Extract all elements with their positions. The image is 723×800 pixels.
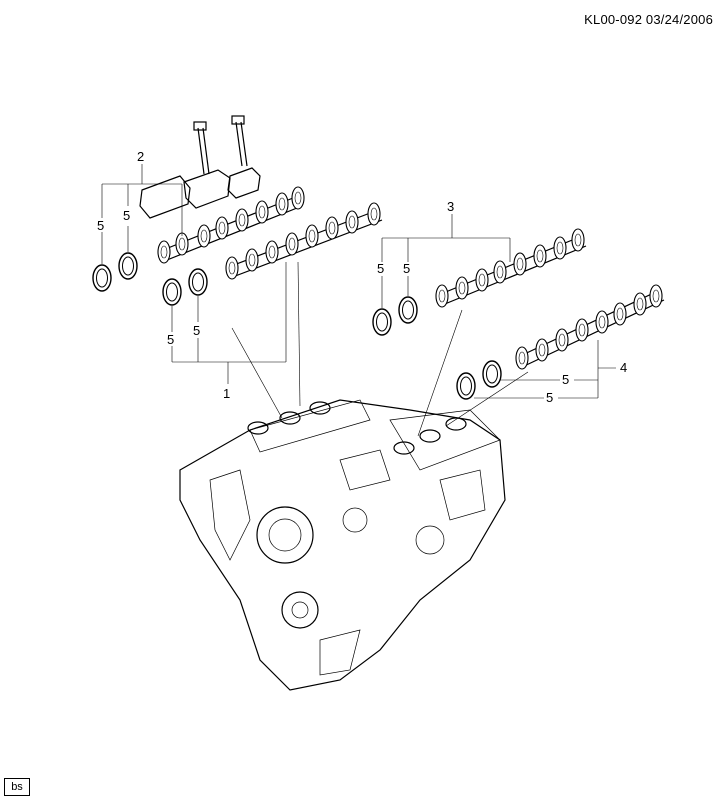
callout-1: 1	[223, 386, 230, 401]
camshaft-c	[435, 228, 587, 308]
callout-5-e: 5	[377, 261, 384, 276]
callout-3: 3	[447, 199, 454, 214]
callout-5-b: 5	[123, 208, 130, 223]
callout-5-g: 5	[562, 372, 569, 387]
callout-5-h: 5	[546, 390, 553, 405]
leader-lines	[101, 164, 616, 437]
callout-2: 2	[137, 149, 144, 164]
callout-5-a: 5	[97, 218, 104, 233]
camshaft-d	[515, 284, 665, 370]
bearing-caps	[139, 115, 261, 219]
illustrator-stamp: bs	[4, 778, 30, 796]
callout-5-c: 5	[167, 332, 174, 347]
diagram-reference-code: KL00-092 03/24/2006	[584, 12, 713, 27]
camshaft-a	[157, 186, 305, 264]
callout-5-f: 5	[403, 261, 410, 276]
callout-5-d: 5	[193, 323, 200, 338]
callout-4: 4	[620, 360, 627, 375]
camshaft-seals	[92, 252, 502, 400]
camshaft-b	[225, 202, 383, 280]
engine-assembly	[179, 399, 506, 691]
